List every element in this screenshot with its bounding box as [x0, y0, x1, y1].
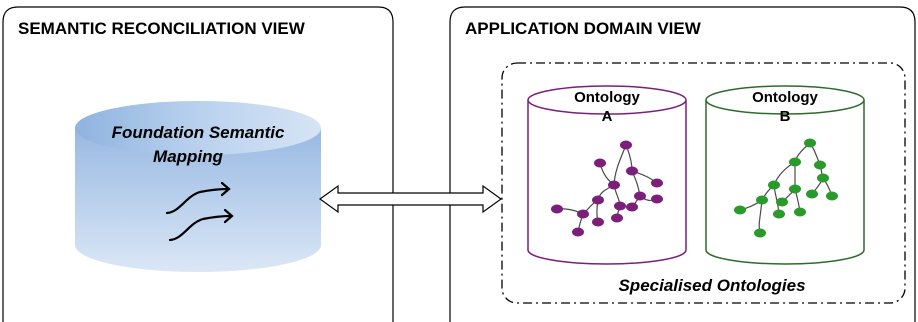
application-domain-panel: APPLICATION DOMAIN VIEW — [449, 6, 916, 322]
mapping-arrows-icon — [165, 181, 234, 242]
ontology-a-label-line2: A — [602, 108, 613, 125]
left-panel-title: SEMANTIC RECONCILIATION VIEW — [18, 19, 306, 38]
right-panel-title: APPLICATION DOMAIN VIEW — [465, 19, 702, 38]
foundation-label-line1: Foundation Semantic — [112, 123, 285, 142]
ontology-b-cylinder: Ontology B — [705, 85, 865, 265]
ontology-a-cylinder: Ontology A — [527, 85, 687, 265]
specialised-ontologies-box — [501, 62, 906, 304]
ontology-b-label-line1: Ontology — [752, 89, 818, 106]
ontology-b-label-line2: B — [780, 108, 791, 125]
ontology-a-label-line1: Ontology — [574, 89, 640, 106]
foundation-label-line2: Mapping — [153, 147, 223, 166]
ontology-b-nodes — [734, 138, 838, 238]
bidirectional-arrow-icon — [318, 184, 503, 214]
semantic-reconciliation-panel: SEMANTIC RECONCILIATION VIEW — [2, 6, 394, 322]
foundation-cylinder: Foundation Semantic Mapping — [75, 101, 321, 272]
ontology-a-nodes — [551, 140, 663, 237]
specialised-ontologies-label: Specialised Ontologies — [618, 276, 805, 295]
